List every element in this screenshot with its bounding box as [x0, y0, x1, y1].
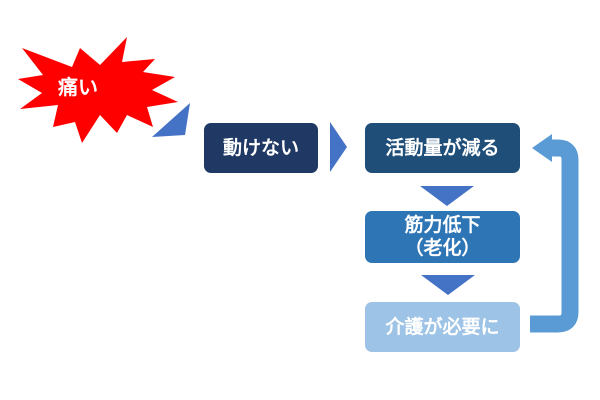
box-label-line2: （老化）	[404, 237, 481, 259]
down-arrow-icon	[420, 186, 474, 206]
box-label-line1: 筋力低下	[404, 214, 481, 237]
right-arrow-icon	[330, 122, 347, 172]
loop-arrowhead-icon	[532, 134, 552, 162]
loop-arrow-icon	[530, 139, 579, 333]
pain-label: 痛い	[58, 75, 98, 99]
down-arrow-icon	[421, 275, 475, 295]
care-needed-box: 介護が必要に	[365, 302, 520, 352]
box-label: 介護が必要に	[385, 315, 500, 338]
activity-decrease-box: 活動量が減る	[365, 123, 520, 173]
muscle-weakness-box: 筋力低下 （老化）	[365, 211, 520, 263]
box-label: 動けない	[222, 136, 299, 159]
diagonal-arrow-icon	[152, 103, 190, 137]
box-label: 活動量が減る	[385, 136, 500, 159]
cannot-move-box: 動けない	[204, 123, 318, 173]
pain-burst-shape	[18, 37, 178, 143]
